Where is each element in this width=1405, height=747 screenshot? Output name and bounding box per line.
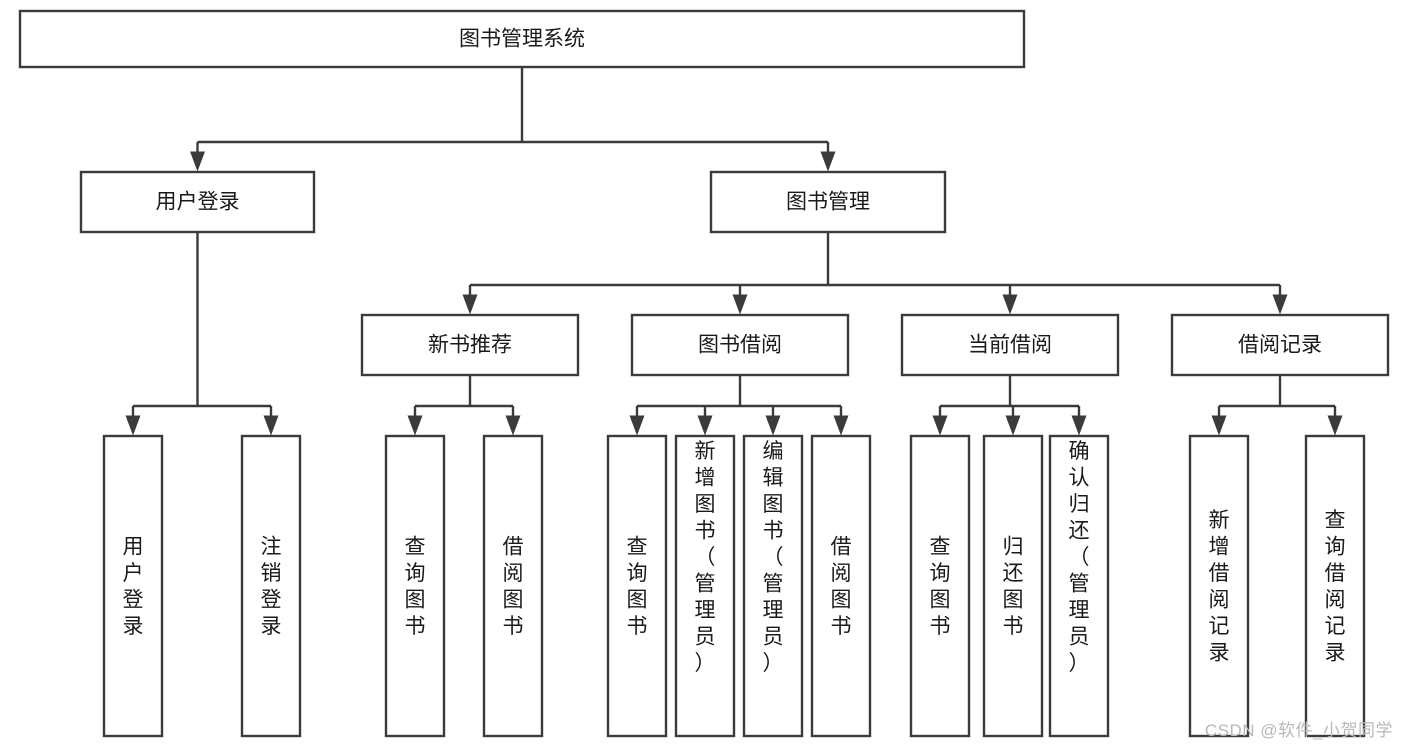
node-leaf-user-login[interactable]: 用户登录 [102, 434, 164, 738]
node-label: 用户登录 [156, 191, 240, 214]
node-user-login[interactable]: 用户登录 [79, 170, 316, 234]
node-label: 注销登录 [261, 536, 282, 639]
edge-group [462, 232, 1288, 315]
node-label: 用户登录 [123, 536, 144, 639]
node-box[interactable] [630, 313, 850, 377]
node-leaf-query-book-2[interactable]: 查询图书 [606, 434, 668, 738]
node-leaf-borrow-book-2[interactable]: 借阅图书 [810, 434, 872, 738]
node-leaf-add-record[interactable]: 新增借阅记录 [1188, 434, 1250, 738]
node-label: 查询图书 [627, 536, 648, 639]
arrow-head [820, 151, 836, 172]
node-box[interactable] [384, 434, 446, 738]
node-box[interactable] [18, 9, 1026, 69]
node-label: 归还图书 [1003, 536, 1024, 639]
node-box[interactable] [102, 434, 164, 738]
node-box[interactable] [900, 313, 1120, 377]
node-label: 图书管理系统 [459, 28, 585, 51]
edge-group [932, 375, 1087, 436]
node-box[interactable] [674, 434, 736, 738]
node-label: 确认归还（管理员） [1069, 440, 1090, 675]
node-box[interactable] [742, 434, 804, 738]
arrow-head [932, 415, 948, 436]
node-label: 查询图书 [405, 536, 426, 639]
node-leaf-query-book-3[interactable]: 查询图书 [909, 434, 971, 738]
arrow-head [1005, 415, 1021, 436]
node-box[interactable] [909, 434, 971, 738]
node-leaf-edit-book[interactable]: 编辑图书（管理员） [742, 434, 804, 738]
connector-layer [125, 67, 1343, 436]
arrow-head [190, 151, 205, 172]
node-box[interactable] [1048, 434, 1110, 738]
node-label: 借阅图书 [503, 536, 524, 639]
arrow-head [697, 415, 713, 436]
node-leaf-query-book-1[interactable]: 查询图书 [384, 434, 446, 738]
edge-group [1211, 375, 1343, 436]
arrow-head [505, 415, 521, 436]
node-box[interactable] [606, 434, 668, 738]
edge-group [190, 67, 836, 172]
node-layer: 图书管理系统用户登录图书管理新书推荐图书借阅当前借阅借阅记录用户登录注销登录查询… [18, 9, 1390, 738]
arrow-head [1211, 415, 1227, 436]
node-label: 新书推荐 [428, 334, 512, 357]
node-label: 查询图书 [930, 536, 951, 639]
node-leaf-add-book[interactable]: 新增图书（管理员） [674, 434, 736, 738]
arrow-head [732, 294, 748, 315]
node-label: 当前借阅 [968, 334, 1052, 357]
node-root[interactable]: 图书管理系统 [18, 9, 1026, 69]
node-label: 新增图书（管理员） [695, 440, 716, 675]
node-label: 图书管理 [786, 191, 870, 214]
node-borrow-record[interactable]: 借阅记录 [1170, 313, 1390, 377]
node-label: 新增借阅记录 [1209, 509, 1230, 665]
arrow-head [1327, 415, 1343, 436]
node-box[interactable] [240, 434, 302, 738]
node-box[interactable] [709, 170, 947, 234]
node-leaf-confirm-return[interactable]: 确认归还（管理员） [1048, 434, 1110, 738]
node-box[interactable] [982, 434, 1044, 738]
arrow-head [629, 415, 645, 436]
node-current-borrow[interactable]: 当前借阅 [900, 313, 1120, 377]
arrow-head [1002, 294, 1018, 315]
node-box[interactable] [360, 313, 580, 377]
node-book-borrow[interactable]: 图书借阅 [630, 313, 850, 377]
node-leaf-return-book[interactable]: 归还图书 [982, 434, 1044, 738]
node-box[interactable] [482, 434, 544, 738]
arrow-head [263, 415, 279, 436]
node-box[interactable] [1304, 434, 1366, 738]
arrow-head [765, 415, 781, 436]
node-box[interactable] [1170, 313, 1390, 377]
arrow-head [462, 294, 478, 315]
node-label: 图书借阅 [698, 334, 782, 357]
node-box[interactable] [79, 170, 316, 234]
node-label: 查询借阅记录 [1325, 509, 1346, 665]
edge-group [125, 232, 279, 436]
node-box[interactable] [1188, 434, 1250, 738]
arrow-head [1272, 294, 1288, 315]
node-new-book-rec[interactable]: 新书推荐 [360, 313, 580, 377]
arrow-head [833, 415, 849, 436]
node-label: 借阅图书 [831, 536, 852, 639]
node-leaf-borrow-book-1[interactable]: 借阅图书 [482, 434, 544, 738]
arrow-head [125, 415, 141, 436]
arrow-head [1071, 415, 1087, 436]
node-leaf-logout[interactable]: 注销登录 [240, 434, 302, 738]
node-book-manage[interactable]: 图书管理 [709, 170, 947, 234]
node-leaf-query-record[interactable]: 查询借阅记录 [1304, 434, 1366, 738]
arrow-head [407, 415, 423, 436]
edge-group [629, 375, 849, 436]
node-label: 编辑图书（管理员） [763, 440, 784, 675]
edge-group [407, 375, 521, 436]
node-label: 借阅记录 [1238, 334, 1322, 357]
node-box[interactable] [810, 434, 872, 738]
